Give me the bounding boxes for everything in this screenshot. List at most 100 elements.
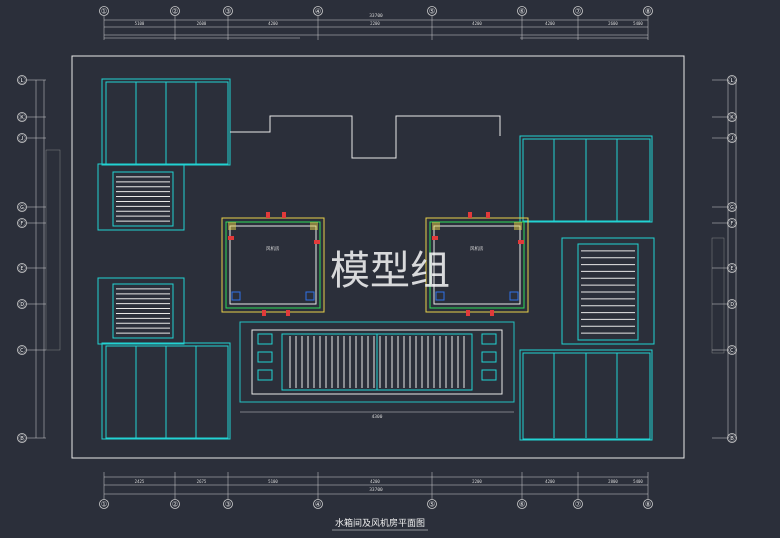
- svg-text:Ⓛ: Ⓛ: [19, 77, 26, 85]
- segment-dim: 4200: [370, 479, 380, 484]
- column-axis-bubbles-top: ① ② ③ ④ ⑤ ⑥ ⑦ ⑧: [99, 6, 653, 40]
- right-stacked-dims: [711, 237, 725, 354]
- svg-text:Ⓙ: Ⓙ: [19, 135, 26, 143]
- svg-text:①: ①: [101, 8, 107, 16]
- tank-bottom-right: [519, 349, 653, 441]
- row-axis-Ⓓ: Ⓓ: [17, 299, 27, 309]
- segment-dim: 4200: [268, 21, 278, 26]
- segment-dim: 2600: [197, 21, 207, 26]
- segment-dim: 4200: [472, 21, 482, 26]
- louver-left-lower: [97, 277, 185, 345]
- column-axis-2: ②: [170, 499, 180, 509]
- svg-text:⑤: ⑤: [429, 8, 435, 16]
- drawing-title: 水箱间及风机房平面图: [335, 517, 425, 529]
- svg-text:⑧: ⑧: [645, 501, 651, 509]
- watermark-text: 模型组: [330, 248, 450, 294]
- svg-text:Ⓔ: Ⓔ: [729, 265, 736, 273]
- column-axis-5: ⑤: [427, 6, 437, 16]
- row-axis-Ⓕ: Ⓕ: [17, 218, 27, 228]
- svg-text:Ⓚ: Ⓚ: [19, 114, 26, 122]
- svg-text:⑥: ⑥: [519, 501, 525, 509]
- svg-text:①: ①: [101, 501, 107, 509]
- red-markers: [228, 212, 524, 316]
- segment-dim: 5100: [135, 21, 145, 26]
- svg-text:Ⓒ: Ⓒ: [729, 347, 736, 355]
- segment-dim: 5100: [268, 479, 278, 484]
- segment-dim: 5400: [633, 479, 643, 484]
- svg-text:Ⓓ: Ⓓ: [19, 301, 26, 309]
- row-axis-Ⓑ: Ⓑ: [17, 433, 27, 443]
- column-axis-3: ③: [223, 499, 233, 509]
- svg-text:Ⓓ: Ⓓ: [729, 301, 736, 309]
- svg-text:②: ②: [172, 501, 178, 509]
- row-axis-Ⓛ: Ⓛ: [727, 75, 737, 85]
- row-axis-Ⓔ: Ⓔ: [727, 263, 737, 273]
- segment-dim: 2425: [135, 479, 145, 484]
- svg-text:Ⓖ: Ⓖ: [19, 204, 26, 212]
- column-axis-7: ⑦: [573, 499, 583, 509]
- row-axis-Ⓖ: Ⓖ: [17, 202, 27, 212]
- svg-text:⑥: ⑥: [519, 8, 525, 16]
- segment-dim: 4200: [545, 21, 555, 26]
- column-axis-8: ⑧: [643, 499, 653, 509]
- fan-room-left-label: 风机房: [266, 245, 280, 252]
- segment-dim: 4200: [545, 479, 555, 484]
- svg-text:Ⓛ: Ⓛ: [729, 77, 736, 85]
- svg-text:②: ②: [172, 8, 178, 16]
- row-axis-Ⓚ: Ⓚ: [727, 112, 737, 122]
- svg-text:⑧: ⑧: [645, 8, 651, 16]
- row-axis-Ⓑ: Ⓑ: [727, 433, 737, 443]
- row-axis-Ⓙ: Ⓙ: [727, 133, 737, 143]
- louver-left-upper: [97, 163, 185, 231]
- row-axis-Ⓚ: Ⓚ: [17, 112, 27, 122]
- bottom-overall-dim: 33700: [369, 487, 383, 493]
- svg-text:Ⓖ: Ⓖ: [729, 204, 736, 212]
- top-dimension-chain: 33700: [104, 13, 648, 39]
- column-axis-1: ①: [99, 6, 109, 16]
- channel-dim: 4300: [372, 414, 383, 420]
- column-axis-8: ⑧: [643, 6, 653, 16]
- bottom-dimension-chain: 33700: [104, 476, 648, 495]
- row-axis-Ⓛ: Ⓛ: [17, 75, 27, 85]
- column-axis-2: ②: [170, 6, 180, 16]
- column-axis-3: ③: [223, 6, 233, 16]
- fan-room-left: 风机房: [221, 217, 325, 313]
- svg-text:Ⓑ: Ⓑ: [729, 435, 736, 443]
- tank-top-left: [101, 78, 231, 166]
- svg-text:Ⓑ: Ⓑ: [19, 435, 26, 443]
- outer-boundary: [71, 55, 685, 459]
- svg-text:Ⓒ: Ⓒ: [19, 347, 26, 355]
- column-axis-4: ④: [313, 6, 323, 16]
- row-axis-Ⓒ: Ⓒ: [727, 345, 737, 355]
- segment-dim: 2200: [370, 21, 380, 26]
- row-axis-Ⓓ: Ⓓ: [727, 299, 737, 309]
- svg-text:③: ③: [225, 501, 231, 509]
- svg-text:Ⓚ: Ⓚ: [729, 114, 736, 122]
- row-axis-Ⓖ: Ⓖ: [727, 202, 737, 212]
- segment-dim: 5400: [633, 21, 643, 26]
- column-axis-6: ⑥: [517, 6, 527, 16]
- column-axis-6: ⑥: [517, 499, 527, 509]
- roof-outline: [230, 115, 501, 159]
- svg-text:Ⓕ: Ⓕ: [729, 220, 736, 228]
- fan-room-right-label: 风机房: [470, 245, 484, 252]
- svg-text:Ⓔ: Ⓔ: [19, 265, 26, 273]
- svg-text:④: ④: [315, 8, 321, 16]
- svg-text:⑦: ⑦: [575, 8, 581, 16]
- row-axis-Ⓔ: Ⓔ: [17, 263, 27, 273]
- row-axis-Ⓕ: Ⓕ: [727, 218, 737, 228]
- louver-right: [561, 237, 655, 345]
- row-axis-bubbles-left: Ⓛ Ⓚ Ⓙ Ⓖ Ⓕ Ⓔ Ⓓ Ⓒ Ⓑ: [17, 75, 46, 443]
- column-axis-1: ①: [99, 499, 109, 509]
- svg-text:⑦: ⑦: [575, 501, 581, 509]
- column-axis-5: ⑤: [427, 499, 437, 509]
- svg-text:Ⓙ: Ⓙ: [729, 135, 736, 143]
- svg-text:③: ③: [225, 8, 231, 16]
- row-axis-bubbles-right: Ⓛ Ⓚ Ⓙ Ⓖ Ⓕ Ⓔ Ⓓ Ⓒ Ⓑ: [712, 75, 737, 443]
- tank-top-right: [519, 135, 653, 223]
- left-stacked-dims: [45, 149, 61, 351]
